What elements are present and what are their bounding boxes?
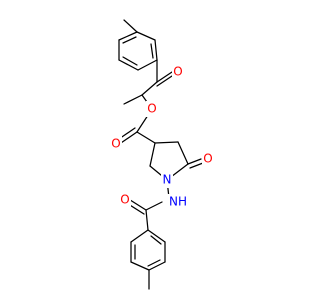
bond (156, 71, 173, 83)
bond (130, 229, 149, 243)
bond-double (156, 75, 173, 87)
bond (118, 31, 138, 41)
bond (118, 59, 139, 71)
bond (141, 81, 158, 96)
keto-ester-chain (115, 59, 173, 146)
bond (137, 59, 158, 71)
top-tolyl-ring (118, 19, 158, 71)
bond-double-inner (122, 56, 138, 66)
bond (177, 141, 189, 165)
bond-methyl (123, 94, 143, 105)
pyrrolidinone-ring (149, 141, 204, 199)
lactam-oxygen-label: O (203, 152, 212, 166)
ester-oxygen-label: O (147, 102, 156, 116)
bond (136, 131, 156, 144)
bond-methyl (123, 19, 138, 33)
benzamide-oxygen-label: O (120, 193, 129, 207)
bond-double (187, 158, 202, 165)
atom-labels: O O O O N NH O (110, 64, 214, 210)
bond-double-inner (150, 235, 162, 245)
bond (136, 31, 156, 41)
molecule-structure: O O O O N NH O (110, 19, 214, 290)
bond (148, 261, 166, 271)
ester-carbonyl-oxygen-label: O (111, 137, 120, 151)
pyrrolidine-nitrogen-label: N (163, 173, 172, 187)
bond (145, 209, 149, 231)
bond (154, 39, 158, 61)
ketone-oxygen-label: O (173, 65, 182, 79)
bond (149, 142, 156, 167)
bond (130, 261, 150, 271)
bond-double-inner (147, 259, 161, 267)
bond-double-2 (189, 162, 204, 169)
amide-nh-label: NH (169, 195, 187, 209)
bottom-tolyl-ring (130, 229, 166, 290)
bond-double-inner (150, 43, 154, 59)
bond (145, 201, 163, 211)
bond-double-inner (122, 36, 137, 44)
bond (147, 229, 166, 243)
bond (154, 141, 179, 144)
molecule-canvas: O O O O N NH O (110, 19, 214, 290)
